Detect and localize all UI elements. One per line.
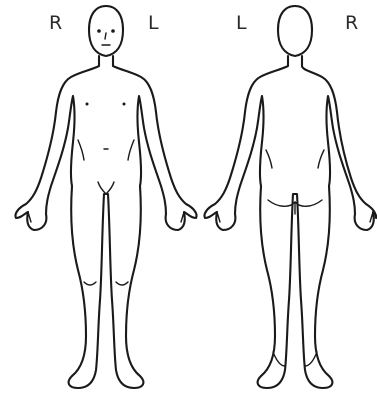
back-right-ankle bbox=[305, 352, 317, 366]
back-right-hand-fingers bbox=[370, 212, 373, 222]
front-head bbox=[89, 6, 123, 56]
front-nose bbox=[105, 33, 106, 39]
back-body-outline bbox=[204, 56, 376, 388]
front-left-hand-fingers bbox=[181, 212, 184, 222]
back-left-flank-line bbox=[266, 150, 272, 168]
front-left-flank-line bbox=[78, 140, 84, 160]
front-body-outline bbox=[15, 56, 196, 388]
front-right-eye bbox=[111, 29, 115, 33]
back-right-flank-line bbox=[318, 150, 324, 168]
front-left-eye bbox=[97, 29, 101, 33]
front-left-knee bbox=[84, 282, 96, 285]
back-head bbox=[278, 6, 312, 56]
front-right-nipple bbox=[123, 103, 126, 106]
front-right-hand-fingers bbox=[28, 212, 31, 222]
front-body-figure bbox=[15, 6, 196, 388]
front-left-nipple bbox=[86, 103, 89, 106]
back-body-figure bbox=[204, 6, 376, 388]
front-right-knee bbox=[116, 282, 128, 285]
front-right-flank-line bbox=[128, 140, 134, 160]
front-groin-line bbox=[98, 182, 114, 194]
back-left-ankle bbox=[273, 352, 285, 366]
back-left-hand-fingers bbox=[217, 212, 220, 222]
